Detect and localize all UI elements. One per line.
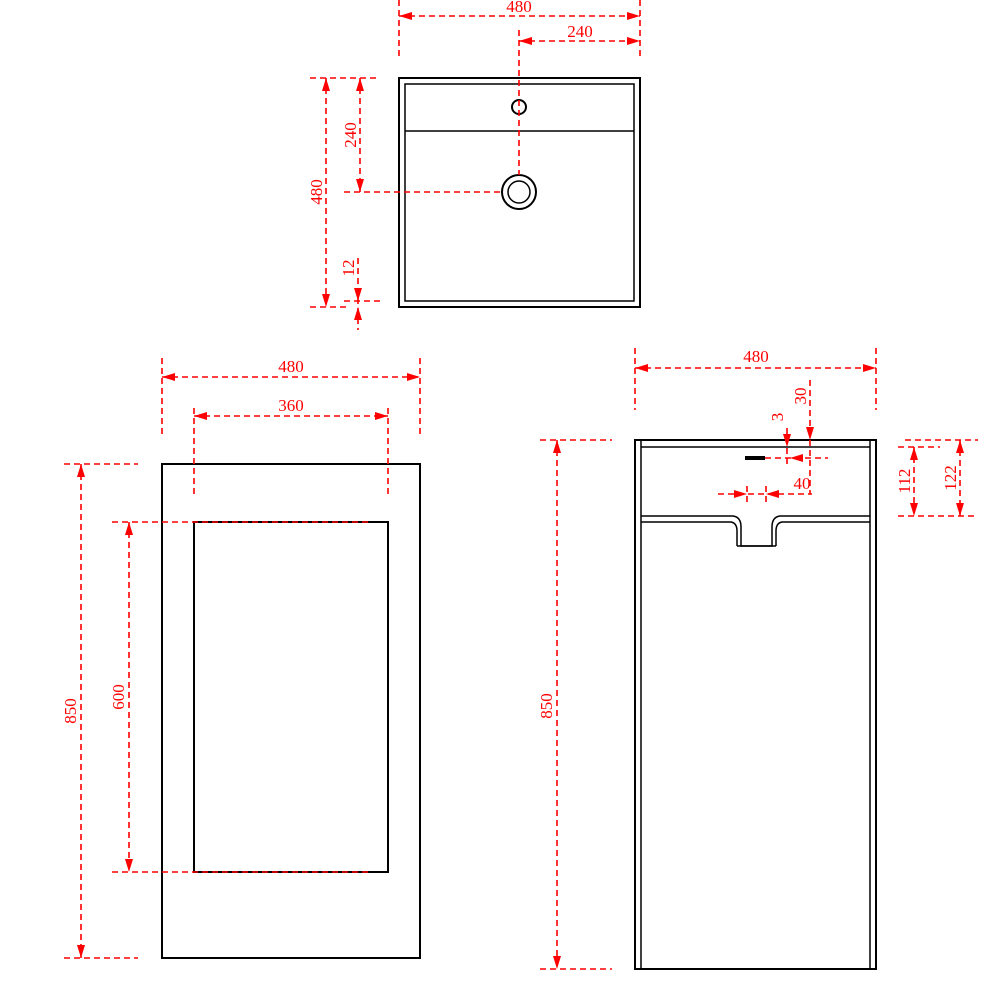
top-dim-480-arrow-left <box>399 12 412 20</box>
side-dim-850-arrow-bottom <box>553 956 561 969</box>
front-dim-850-arrow-top <box>77 464 85 477</box>
side-dim-480-label: 480 <box>743 347 769 366</box>
side-dim-122-label: 122 <box>941 465 960 491</box>
top-dim-12-arrow-bottom <box>354 307 362 320</box>
drain-outer-icon <box>501 174 537 210</box>
top-dim-12-label: 12 <box>339 260 358 277</box>
front-dim-480-arrow-right <box>407 373 420 381</box>
side-dim-3-label: 3 <box>768 413 787 422</box>
side-dim-480-arrow-right <box>863 364 876 372</box>
side-dim-30-label: 30 <box>791 388 810 405</box>
front-dim-360-label: 360 <box>278 396 304 415</box>
side-dim-40-lower-arrow-right <box>766 490 779 498</box>
front-dim-600-arrow-bottom <box>125 859 133 872</box>
side-dim-122-arrow-bottom <box>956 503 964 516</box>
side-dim-30-arrow <box>806 427 814 440</box>
top-dim-480-depth-label: 480 <box>307 179 326 205</box>
top-dim-240-offset-arrow-bottom <box>356 179 364 192</box>
front-dim-850-arrow-bottom <box>77 945 85 958</box>
side-dim-40-lower-arrow-left <box>734 490 747 498</box>
side-dim-850-label: 850 <box>537 693 556 719</box>
top-dim-12-arrow-top <box>354 288 362 301</box>
front-dim-850-label: 850 <box>61 698 80 724</box>
side-dim-112-label: 112 <box>895 469 914 494</box>
top-dim-240-arrow-right <box>627 37 640 45</box>
front-dim-360-arrow-left <box>194 412 207 420</box>
top-dim-480-depth-arrow-bottom <box>322 294 330 307</box>
front-dim-480-arrow-left <box>162 373 175 381</box>
top-dim-480-depth-arrow-top <box>322 78 330 91</box>
side-dim-112-arrow-top <box>910 447 918 460</box>
side-view-basin-floor-lower <box>641 521 870 546</box>
top-dim-480-label: 480 <box>506 0 532 16</box>
side-dim-850-arrow-top <box>553 440 561 453</box>
top-dim-240-offset-arrow-top <box>356 78 364 91</box>
front-view-body-outline <box>161 463 421 959</box>
side-view-basin-floor <box>641 515 870 547</box>
side-dim-122-arrow-top <box>956 440 964 453</box>
side-view-body-outline <box>634 439 877 970</box>
top-view: 480 240 480 240 12 <box>307 0 641 330</box>
side-dim-3-arrow <box>783 434 791 447</box>
front-dim-360-arrow-right <box>375 412 388 420</box>
side-dim-112-arrow-bottom <box>910 503 918 516</box>
overflow-slot-icon <box>745 456 765 460</box>
front-dim-480-label: 480 <box>278 357 304 376</box>
front-dim-600-label: 600 <box>109 684 128 710</box>
side-dim-40-label: 40 <box>794 474 811 493</box>
side-dim-480-arrow-left <box>635 364 648 372</box>
top-dim-240-arrow-left <box>519 37 532 45</box>
front-view-panel-outline <box>193 521 389 873</box>
front-dim-600-arrow-top <box>125 522 133 535</box>
side-dim-40-upper-arrow <box>790 454 803 462</box>
front-view: 480 360 850 600 <box>61 357 421 959</box>
drain-inner-icon <box>507 180 531 204</box>
top-dim-240-offset-label: 240 <box>341 122 360 148</box>
top-dim-240-label: 240 <box>567 22 593 41</box>
side-view: 480 30 3 40 850 112 <box>537 347 978 970</box>
top-dim-480-arrow-right <box>627 12 640 20</box>
